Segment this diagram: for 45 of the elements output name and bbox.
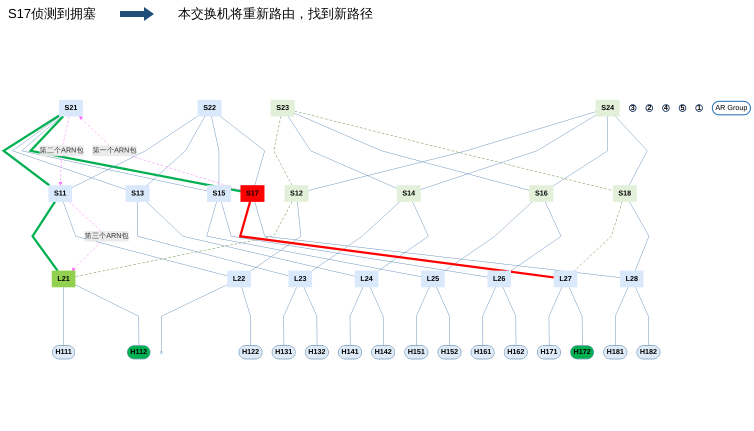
connector (294, 112, 530, 191)
connector (312, 201, 400, 272)
connector (370, 286, 384, 346)
connector (211, 116, 220, 186)
connector (568, 286, 583, 346)
connector (288, 116, 398, 189)
connector (137, 201, 289, 276)
connector (146, 201, 356, 276)
connector (416, 286, 430, 346)
congestion-note: S17侦测到拥塞 (8, 5, 96, 23)
connector (74, 201, 292, 277)
connector (510, 201, 562, 272)
reroute-note: 本交换机将重新路由，找到新路径 (178, 5, 374, 23)
connector (241, 286, 251, 346)
connector (74, 284, 140, 346)
connector (161, 284, 228, 352)
connector (420, 114, 596, 190)
connector (502, 286, 516, 346)
connector (444, 201, 533, 272)
connector (635, 286, 649, 346)
connector (436, 286, 450, 346)
connector (238, 201, 554, 279)
connector (629, 201, 650, 272)
connector (304, 286, 318, 346)
connector (548, 286, 562, 346)
connector (615, 286, 628, 346)
connector (254, 201, 620, 278)
connector (283, 286, 297, 346)
connector (250, 201, 302, 272)
connector (574, 201, 622, 272)
connector (72, 116, 198, 188)
connector (552, 116, 608, 186)
connector (221, 201, 488, 278)
connector (482, 286, 496, 346)
connector (378, 201, 429, 272)
node-circle (160, 350, 163, 354)
connector (220, 116, 265, 186)
connector (146, 116, 206, 186)
connector (2, 114, 60, 186)
connector (350, 286, 364, 346)
connector (63, 286, 64, 346)
connector (273, 116, 292, 186)
connector (31, 201, 59, 272)
connector (206, 201, 422, 277)
connector (614, 116, 648, 186)
